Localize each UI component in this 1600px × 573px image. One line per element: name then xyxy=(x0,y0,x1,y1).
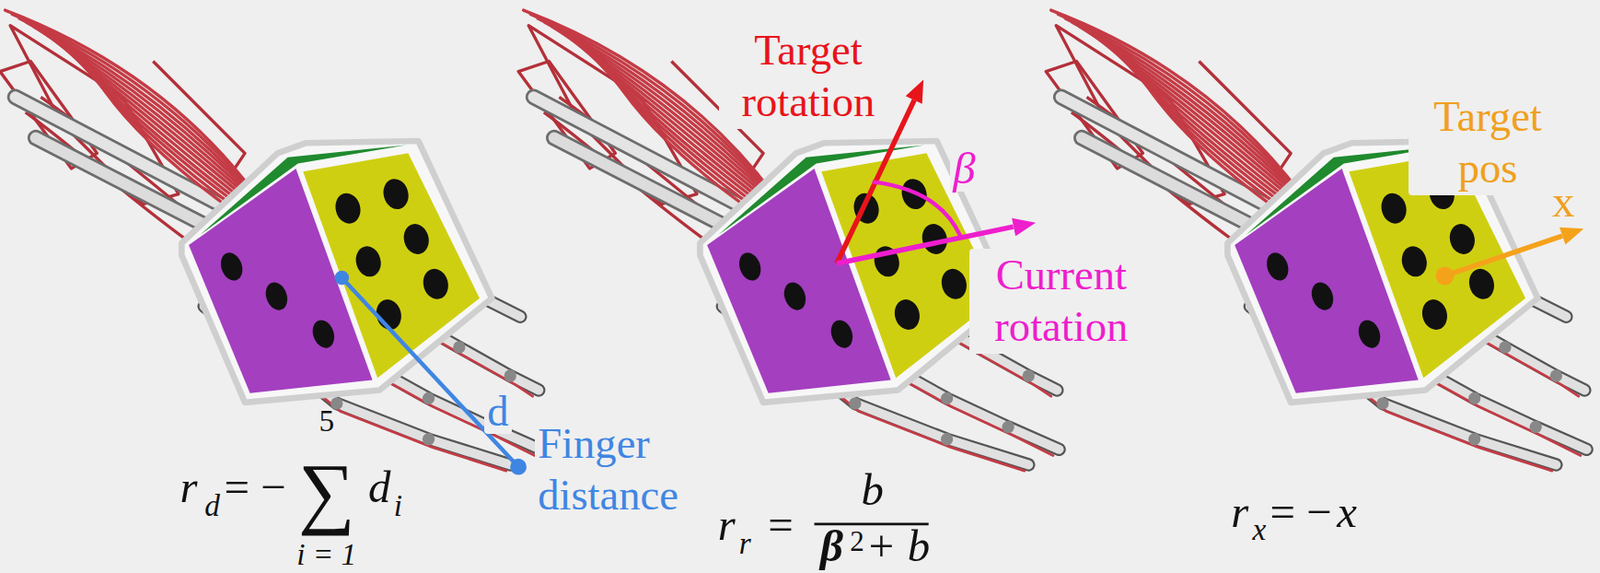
arrow-head xyxy=(1559,227,1584,245)
target-pos-label: Target pos xyxy=(1408,90,1567,196)
hand-with-die xyxy=(1045,10,1587,471)
angle-symbol: β xyxy=(950,145,978,193)
distance-symbol: d xyxy=(484,388,511,434)
formula-operator: = − xyxy=(1270,489,1333,535)
position-marker xyxy=(1436,227,1585,286)
formula-symbol: r xyxy=(718,502,736,548)
current-rotation-label: Current rotation xyxy=(969,248,1154,354)
arrow-head xyxy=(1011,218,1036,237)
formula-symbol: β xyxy=(820,523,844,569)
formula-subscript: x xyxy=(1252,513,1266,545)
formula-symbol: d xyxy=(368,464,391,511)
formula-symbol: r xyxy=(1230,489,1249,535)
formula-subscript: d xyxy=(204,489,221,521)
angle-arc xyxy=(872,181,962,238)
position-arrow xyxy=(1445,235,1563,276)
formula-term: + b xyxy=(866,523,931,569)
sum-limit: 5 xyxy=(318,405,335,436)
distance-dot xyxy=(510,458,527,476)
finger-distance-label: Finger distance xyxy=(534,417,714,522)
formula-symbol: x xyxy=(1336,489,1357,535)
hand-with-die xyxy=(518,10,1059,471)
formula-exponent: 2 xyxy=(849,526,865,556)
position-dot xyxy=(1436,266,1455,285)
formula-operator: = xyxy=(767,502,794,548)
formula-subscript: i xyxy=(394,489,403,521)
position-symbol: x xyxy=(1549,178,1577,226)
formula-symbol: b xyxy=(861,467,884,513)
distance-line xyxy=(341,278,519,467)
sum-symbol: ∑ xyxy=(298,452,356,533)
formula-operator: = − xyxy=(224,464,287,511)
formula-symbol: r xyxy=(180,464,198,511)
distance-dot xyxy=(335,270,350,286)
distance-marker xyxy=(335,270,527,476)
hand-with-die xyxy=(0,10,541,471)
formula-subscript: r xyxy=(739,527,752,558)
sum-index: i = 1 xyxy=(296,538,357,569)
arrow-head xyxy=(905,79,924,104)
target-rotation-label: Target rotation xyxy=(718,23,898,129)
